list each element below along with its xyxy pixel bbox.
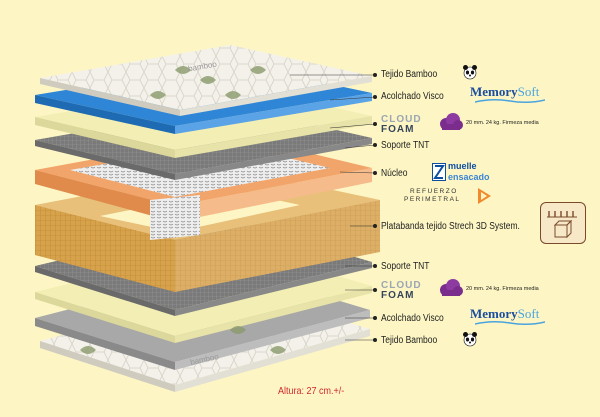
- cloudfoam-logo-top-cloud: CLOUD: [381, 114, 422, 125]
- muelle-text: muelle: [448, 161, 477, 171]
- dot: [373, 122, 377, 126]
- mattress-3d-icon: [540, 202, 586, 244]
- label-acolchado-visco-top: Acolchado Visco: [381, 91, 444, 102]
- cloud-icon: [440, 279, 463, 296]
- panda-icon: [463, 332, 477, 347]
- label-tejido-bamboo-top: Tejido Bamboo: [381, 69, 438, 80]
- panda-icon: [463, 65, 477, 80]
- cloudfoam-logo-top-foam: FOAM: [381, 124, 415, 135]
- wave-icon: [475, 320, 545, 326]
- cloudfoam-logo-bottom-foam: FOAM: [381, 290, 415, 301]
- leader-lines: [290, 74, 376, 341]
- dot: [373, 316, 377, 320]
- dot: [373, 224, 377, 228]
- refuerzo-text: REFUERZO: [410, 188, 458, 195]
- dot: [373, 143, 377, 147]
- label-platabanda: Platabanda tejido Strech 3D System.: [381, 221, 520, 232]
- ensacado-text: ensacado: [448, 172, 490, 182]
- cloudfoam-spec-bottom: 20 mm. 24 kg. Firmeza media: [466, 286, 539, 292]
- dot: [373, 95, 377, 99]
- dot: [373, 264, 377, 268]
- label-nucleo: Núcleo: [381, 168, 408, 179]
- wave-icon: [475, 98, 545, 104]
- cloudfoam-spec-top: 20 mm. 24 kg. Firmeza media: [466, 120, 539, 126]
- altura-text: Altura: 27 cm.+/-: [278, 386, 345, 397]
- label-acolchado-visco-bottom: Acolchado Visco: [381, 313, 444, 324]
- dot: [373, 288, 377, 292]
- play-icon: [478, 188, 491, 204]
- label-soporte-tnt-top: Soporte TNT: [381, 140, 430, 151]
- perimetral-text: PERIMETRAL: [404, 196, 461, 203]
- memorysoft-logo-bottom: MemorySoft: [470, 306, 540, 321]
- dot: [373, 171, 377, 175]
- memorysoft-logo-top: MemorySoft: [470, 84, 540, 99]
- cloud-icon: [440, 113, 463, 130]
- spring-icon: [432, 163, 446, 181]
- dot: [373, 338, 377, 342]
- label-soporte-tnt-bottom: Soporte TNT: [381, 261, 430, 272]
- dot: [373, 73, 377, 77]
- cloudfoam-logo-bottom-cloud: CLOUD: [381, 280, 422, 291]
- label-tejido-bamboo-bottom: Tejido Bamboo: [381, 335, 438, 346]
- layer-top-bamboo: [40, 45, 372, 116]
